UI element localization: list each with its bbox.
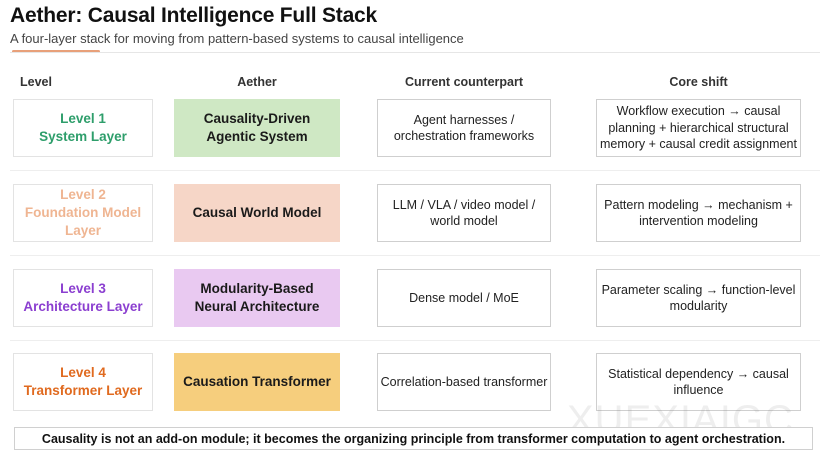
aether-1-cell: Causality-Driven Agentic System	[174, 99, 340, 157]
level-4-cell: Level 4 Transformer Layer	[13, 353, 153, 411]
level-1-cell: Level 1 System Layer	[13, 99, 153, 157]
column-header-shift: Core shift	[669, 75, 728, 89]
current-4-cell: Correlation-based transformer	[377, 353, 551, 411]
column-header-level: Level	[20, 75, 52, 89]
title-accent-bar	[12, 50, 100, 53]
footer-summary: Causality is not an add-on module; it be…	[14, 427, 813, 450]
current-2-cell: LLM / VLA / video model / world model	[377, 184, 551, 242]
column-header-current: Current counterpart	[404, 75, 524, 89]
row-divider	[10, 255, 820, 256]
shift-3-cell: Parameter scaling → function-level modul…	[596, 269, 801, 327]
aether-3-cell: Modularity-Based Neural Architecture	[174, 269, 340, 327]
header-divider	[10, 52, 820, 53]
shift-2-cell: Pattern modeling → mechanism + intervent…	[596, 184, 801, 242]
row-divider	[10, 340, 820, 341]
page-title: Aether: Causal Intelligence Full Stack	[10, 4, 378, 27]
row-divider	[10, 170, 820, 171]
level-3-cell: Level 3 Architecture Layer	[13, 269, 153, 327]
current-1-cell: Agent harnesses / orchestration framewor…	[377, 99, 551, 157]
aether-4-cell: Causation Transformer	[174, 353, 340, 411]
current-3-cell: Dense model / MoE	[377, 269, 551, 327]
shift-4-cell: Statistical dependency → causal influenc…	[596, 353, 801, 411]
column-header-aether: Aether	[237, 75, 277, 89]
level-2-cell: Level 2 Foundation Model Layer	[13, 184, 153, 242]
aether-2-cell: Causal World Model	[174, 184, 340, 242]
page-subtitle: A four-layer stack for moving from patte…	[10, 31, 464, 46]
shift-1-cell: Workflow execution → causal planning + h…	[596, 99, 801, 157]
